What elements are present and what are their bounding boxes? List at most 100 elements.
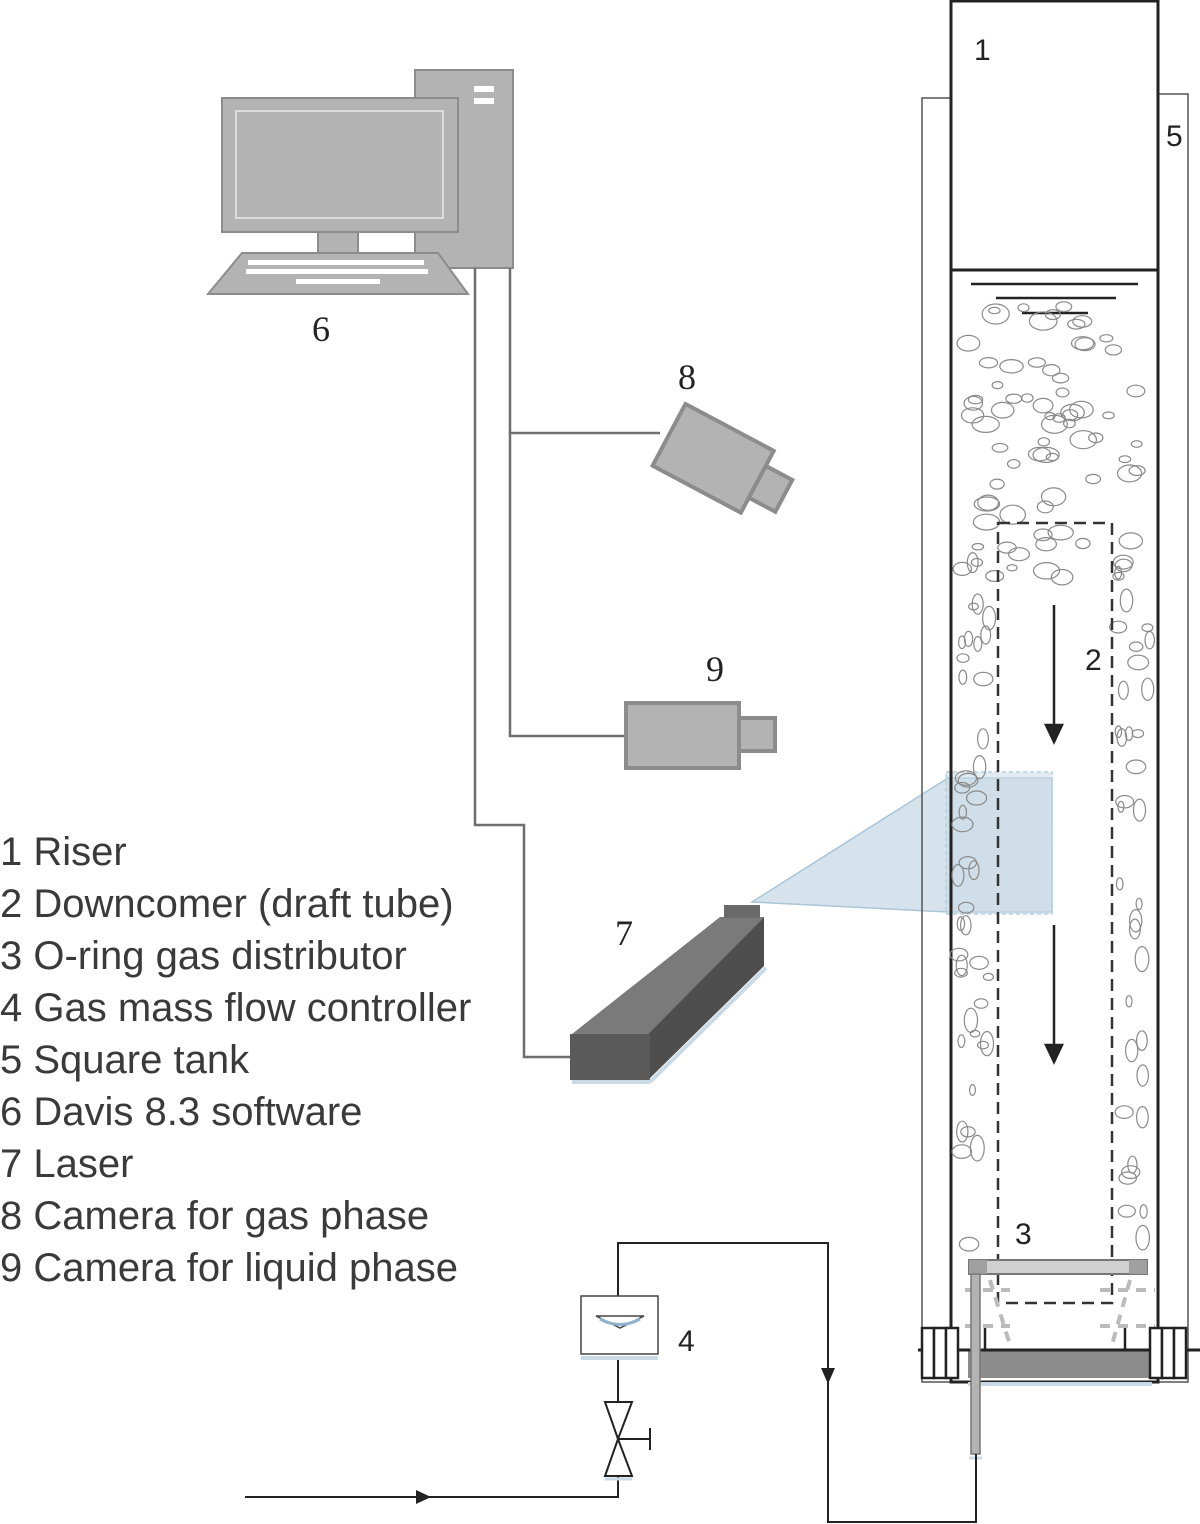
bubble — [951, 816, 974, 833]
bubble — [963, 630, 974, 648]
bubble — [963, 1007, 979, 1034]
bubble — [977, 494, 999, 511]
bubble — [951, 1144, 973, 1159]
bubble — [1124, 1038, 1139, 1063]
bubble — [972, 754, 987, 780]
bubble — [1102, 411, 1115, 420]
bubble — [1021, 393, 1034, 403]
bubble — [1051, 372, 1070, 384]
bubble — [1128, 641, 1144, 652]
bubble — [949, 947, 969, 962]
bubble — [1007, 547, 1030, 562]
bubble — [1115, 794, 1135, 809]
bubble — [1005, 393, 1023, 404]
bubble — [968, 1083, 976, 1096]
bubble — [957, 1034, 966, 1048]
bubble — [1120, 1165, 1141, 1180]
bubble — [1114, 725, 1123, 739]
bubble — [1017, 303, 1030, 313]
bubble — [1088, 432, 1104, 444]
bubble — [973, 635, 983, 652]
bubble — [1072, 315, 1093, 328]
bubble — [967, 602, 979, 611]
bubble — [970, 557, 984, 567]
bubble — [1128, 465, 1146, 477]
bubble — [1125, 995, 1133, 1008]
bubble — [960, 1126, 976, 1138]
bubble — [976, 728, 989, 750]
label-riser: 1 — [974, 34, 991, 67]
bubble — [952, 561, 973, 577]
bubble — [1116, 728, 1128, 747]
bubble — [1131, 728, 1145, 739]
bubble — [997, 541, 1017, 554]
legend-item-camera-gas: 8 Camera for gas phase — [0, 1194, 430, 1238]
bubble — [966, 551, 979, 574]
bubble — [973, 496, 1001, 512]
bubble — [955, 954, 968, 977]
bubble — [973, 671, 994, 687]
bubble — [957, 901, 975, 914]
bubble — [1136, 1064, 1149, 1087]
bubble — [1044, 309, 1062, 321]
bubble — [1119, 588, 1134, 613]
label-laser: 7 — [615, 913, 633, 953]
bubble — [968, 860, 980, 881]
bubble — [1132, 798, 1147, 822]
bubble — [1141, 677, 1155, 702]
bubble — [1075, 537, 1091, 550]
bubble — [985, 569, 1005, 582]
bubble — [1074, 337, 1096, 352]
bubble — [991, 381, 1004, 390]
bubble — [972, 513, 1001, 531]
bubble — [1127, 654, 1150, 671]
flow-arrow-return — [821, 1368, 835, 1384]
bubble — [971, 415, 1000, 433]
legend-item-flow-controller: 4 Gas mass flow controller — [0, 986, 472, 1030]
computer-monitor — [221, 97, 459, 233]
bubble — [1069, 430, 1097, 450]
bubble — [1112, 571, 1125, 581]
flow-arrow-inlet — [416, 1490, 431, 1504]
legend-item-camera-liquid: 9 Camera for liquid phase — [0, 1246, 459, 1290]
bubble — [1044, 411, 1056, 421]
signal-cables — [473, 268, 660, 1059]
bubble — [1006, 459, 1021, 469]
legend-item-distributor: 3 O-ring gas distributor — [0, 934, 407, 978]
gas-inlet-pipe — [969, 1273, 982, 1460]
bubble — [1033, 528, 1053, 542]
label-camera-liquid: 9 — [706, 649, 724, 689]
bubble — [1135, 1224, 1150, 1251]
bubble — [1104, 344, 1123, 356]
bubble — [1117, 680, 1129, 701]
label-flow-controller: 4 — [678, 1325, 695, 1358]
gas-bubbles — [949, 301, 1155, 1252]
bubble — [991, 442, 1009, 453]
bubble — [1139, 1204, 1148, 1219]
bubble — [1036, 500, 1054, 514]
bubble — [1118, 532, 1144, 550]
legend-item-laser: 7 Laser — [0, 1142, 134, 1186]
bubble — [1128, 908, 1143, 933]
bubble — [978, 357, 999, 369]
camera-gas-phase — [649, 401, 795, 516]
bubble — [982, 972, 995, 982]
bubble — [1085, 473, 1102, 485]
bubble — [1037, 437, 1051, 447]
camera-liquid-phase — [624, 701, 777, 770]
bubble — [1068, 400, 1094, 419]
bubble — [990, 401, 1015, 419]
bubble — [1027, 446, 1052, 462]
label-computer: 6 — [312, 309, 330, 349]
bubble — [1115, 877, 1124, 891]
bubble — [969, 955, 989, 970]
label-square-tank: 5 — [1166, 120, 1183, 153]
computer — [205, 69, 514, 295]
bubble — [979, 1030, 995, 1057]
bubble — [1109, 620, 1128, 634]
bubble — [980, 625, 992, 645]
bubble — [951, 863, 965, 887]
bubble — [989, 478, 1005, 490]
legend-item-riser: 1 Riser — [0, 830, 127, 874]
bubble — [969, 1029, 981, 1038]
